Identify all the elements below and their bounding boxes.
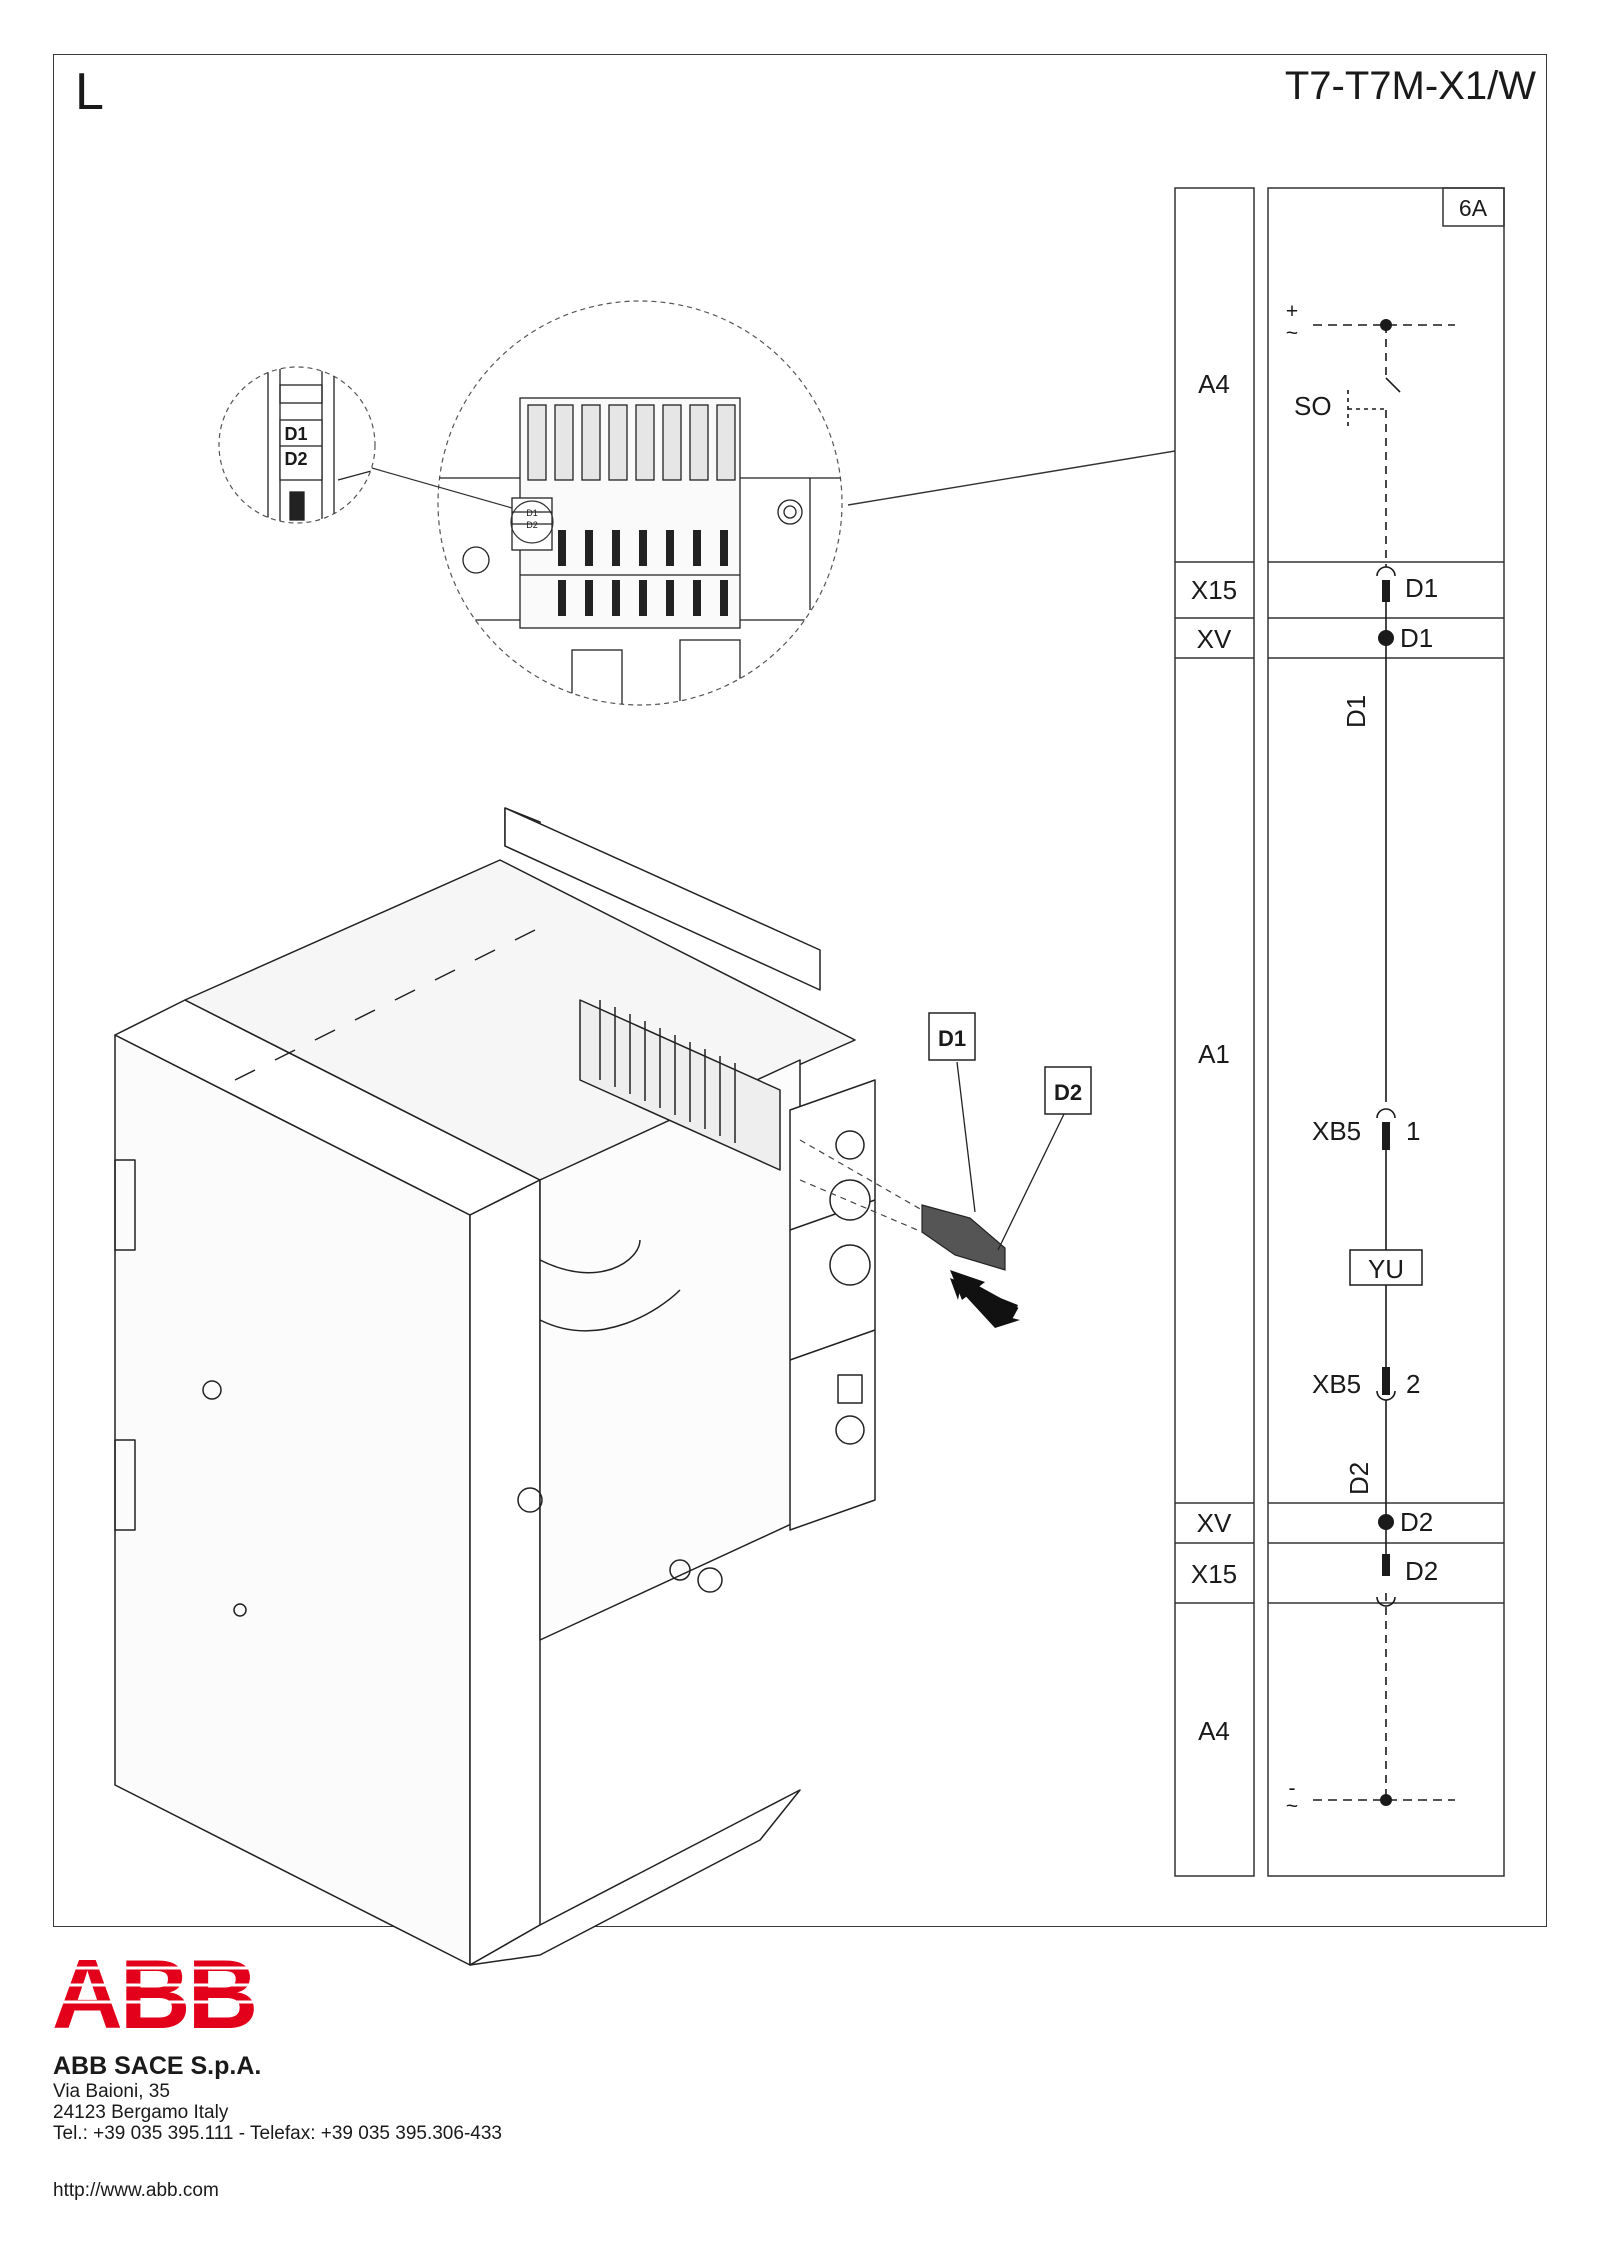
callout-d2-leader xyxy=(997,1111,1066,1251)
zone-column xyxy=(1174,187,1255,1877)
terminal-zoom-detail: D1 D2 xyxy=(218,366,376,524)
detail-mini-d1: D1 xyxy=(526,508,538,518)
breaker-illustration xyxy=(114,807,876,1966)
callout-d2-box xyxy=(1044,1066,1092,1115)
callout-d1-box xyxy=(928,1012,976,1061)
sheet-reference: 6A xyxy=(1459,195,1488,221)
terminal-x15-d2: D2 xyxy=(1405,1556,1438,1586)
zoom-label-d1: D1 xyxy=(284,424,307,444)
supply-tilde: ~ xyxy=(1286,322,1298,345)
terminal-xv-d1: D1 xyxy=(1400,623,1433,653)
svg-text:ABB: ABB xyxy=(52,1939,255,2049)
terminal-xb5-pin-2: 2 xyxy=(1406,1369,1420,1399)
zone-label-x15-bottom: X15 xyxy=(1191,1559,1237,1589)
zone-label-a1: A1 xyxy=(1198,1039,1230,1069)
page-letter: L xyxy=(75,63,104,121)
wire-label-d1: D1 xyxy=(1341,695,1371,728)
detail-mini-d2: D2 xyxy=(526,520,538,530)
zoom-label-d2: D2 xyxy=(284,449,307,469)
auxiliary-contact-part xyxy=(799,1139,1006,1271)
address-city: 24123 Bergamo Italy xyxy=(53,2102,229,2123)
website-link[interactable]: http://www.abb.com xyxy=(53,2180,219,2201)
supply-minus: - xyxy=(1289,1777,1296,1800)
insertion-arrow-head xyxy=(950,1270,985,1300)
coil-yu xyxy=(1349,1249,1423,1286)
terminal-x15-d1: D1 xyxy=(1405,573,1438,603)
company-name: ABB SACE S.p.A. xyxy=(53,2052,262,2080)
supply-plus: + xyxy=(1286,300,1298,323)
callout-d1-leader xyxy=(956,1061,976,1213)
drawing-frame xyxy=(53,54,1547,1927)
coil-label: YU xyxy=(1368,1254,1404,1284)
zone-label-xv-top: XV xyxy=(1197,624,1232,654)
contact-phone-fax: Tel.: +39 035 395.111 - Telefax: +39 035… xyxy=(53,2123,502,2144)
callout-d1-label: D1 xyxy=(938,1026,966,1051)
callout-d2-label: D2 xyxy=(1054,1080,1082,1105)
zone-label-xv-bottom: XV xyxy=(1197,1508,1232,1538)
zoom-leader-line xyxy=(371,467,513,509)
wire-label-d2: D2 xyxy=(1344,1462,1374,1495)
contact-label: SO xyxy=(1294,391,1332,421)
zone-label-a4-bottom: A4 xyxy=(1198,1716,1230,1746)
circuit-symbols xyxy=(1378,319,1394,1806)
circuit-wiring xyxy=(1313,324,1455,1801)
address-street: Via Baioni, 35 xyxy=(53,2081,170,2102)
zone-label-a4-top: A4 xyxy=(1198,369,1230,399)
terminal-xb5-top: XB5 xyxy=(1312,1116,1361,1146)
terminal-xb5-bottom: XB5 xyxy=(1312,1369,1361,1399)
document-code: T7-T7M-X1/W xyxy=(1284,64,1536,108)
abb-logo: ABB xyxy=(52,1939,258,2049)
detail-leader-line xyxy=(847,450,1176,506)
terminal-block-detail: D1 D2 xyxy=(437,300,843,706)
supply-tilde-bottom: ~ xyxy=(1286,1795,1298,1818)
abb-logo-stripes xyxy=(50,1966,260,2004)
zone-label-x15-top: X15 xyxy=(1191,575,1237,605)
terminal-xb5-pin-1: 1 xyxy=(1406,1116,1420,1146)
terminal-xv-d2: D2 xyxy=(1400,1507,1433,1537)
